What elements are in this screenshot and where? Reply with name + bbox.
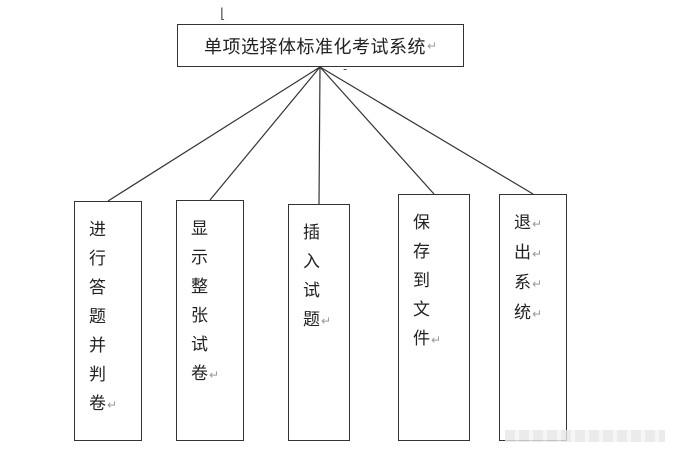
label-char: 到 — [413, 271, 430, 291]
label-char: 题↵ — [303, 310, 332, 330]
label-char: 出↵ — [514, 243, 543, 263]
label-char: 判 — [89, 365, 106, 385]
root-label: 单项选择体标准化考试系统 — [203, 36, 426, 58]
child-label: 显示整张试卷↵ — [191, 215, 219, 390]
label-char: 示 — [191, 248, 208, 268]
child-label: 保存到文件↵ — [413, 209, 441, 355]
paragraph-mark: ↵ — [321, 314, 332, 328]
paragraph-mark: ↵ — [532, 247, 543, 261]
label-char: 试 — [303, 281, 320, 301]
label-char: 统↵ — [514, 303, 543, 323]
label-char: 显 — [191, 219, 208, 239]
label-char: 整 — [191, 277, 208, 297]
connector-line — [319, 66, 534, 195]
label-char: 卷↵ — [191, 364, 220, 384]
connector-line — [107, 66, 321, 202]
label-char: 文 — [413, 300, 430, 320]
paragraph-mark: ↵ — [532, 277, 543, 291]
label-char: 张 — [191, 306, 208, 326]
label-char: 并 — [89, 336, 106, 356]
paragraph-mark: ↵ — [209, 368, 220, 382]
label-char: 题 — [89, 307, 106, 327]
label-char: 试 — [191, 335, 208, 355]
label-char: 退↵ — [514, 213, 543, 233]
label-char: 行 — [89, 249, 106, 269]
child-label: 插入试题↵ — [303, 219, 331, 336]
connector-line — [319, 66, 435, 195]
connector-line — [209, 66, 321, 201]
root-node: 单项选择体标准化考试系统↵ — [177, 24, 464, 67]
label-char: 卷↵ — [89, 394, 118, 414]
paragraph-mark: ↵ — [431, 333, 442, 347]
child-node: 退↵ 出↵ 系↵ 统↵ — [499, 194, 567, 441]
label-char: 答 — [89, 278, 106, 298]
dash-mark: - — [343, 62, 348, 76]
label-char: 进 — [89, 220, 106, 240]
child-label: 退↵ 出↵ 系↵ 统↵ — [514, 209, 542, 329]
child-node: 显示整张试卷↵ — [176, 200, 244, 441]
text-cursor-mark: ⌊ — [220, 6, 226, 22]
paragraph-mark: ↵ — [532, 217, 543, 231]
label-char: 存 — [413, 242, 430, 262]
paragraph-mark: ↵ — [107, 398, 118, 412]
child-label: 进行答题并判卷↵ — [89, 216, 117, 420]
paragraph-mark: ↵ — [426, 38, 438, 53]
label-char: 保 — [413, 213, 430, 233]
label-char: 件↵ — [413, 329, 442, 349]
child-node: 插入试题↵ — [288, 204, 350, 441]
connector-line — [318, 66, 321, 205]
child-node: 保存到文件↵ — [398, 194, 470, 441]
label-char: 插 — [303, 223, 320, 243]
blurred-watermark — [505, 430, 665, 442]
label-char: 入 — [303, 252, 320, 272]
label-char: 系↵ — [514, 273, 543, 293]
paragraph-mark: ↵ — [532, 307, 543, 321]
child-node: 进行答题并判卷↵ — [74, 201, 142, 441]
